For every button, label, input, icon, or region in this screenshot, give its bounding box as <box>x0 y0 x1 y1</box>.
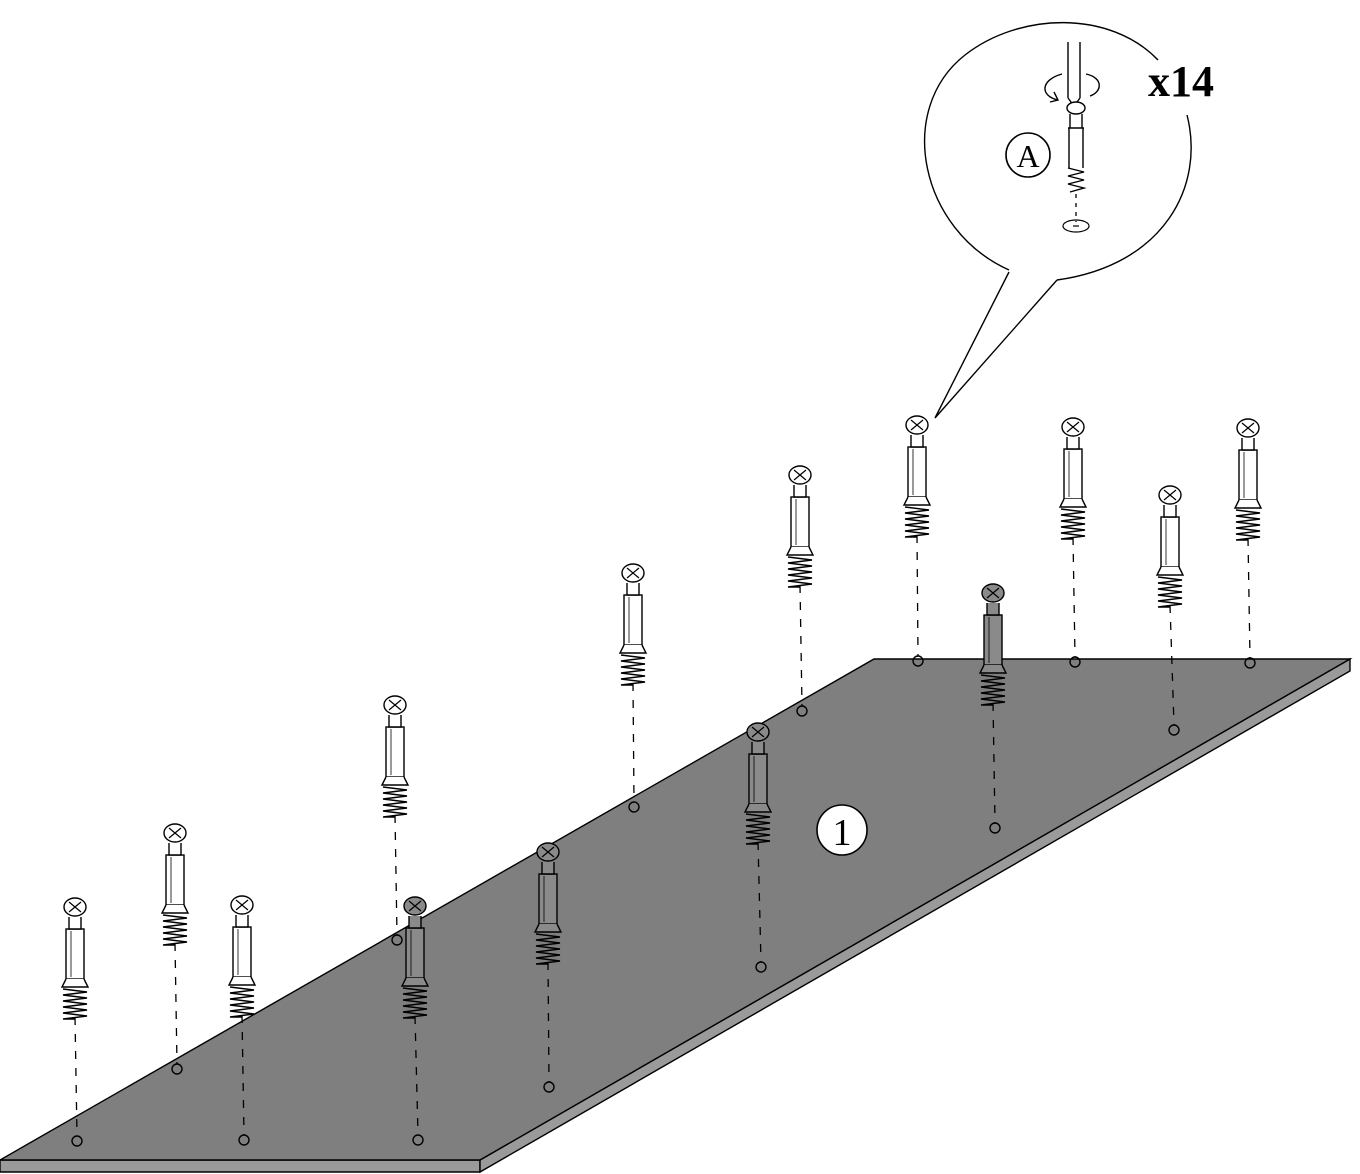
detail-callout: A x14 <box>923 21 1214 419</box>
cam-bolt-icon <box>400 896 430 1019</box>
panel-top <box>0 658 1353 1161</box>
drill-hole <box>171 1063 183 1075</box>
quantity-label: x14 <box>1148 57 1214 106</box>
callout-bubble <box>923 21 1192 419</box>
panel <box>0 657 1353 1174</box>
cam-bolt-icon <box>227 895 257 1018</box>
drill-hole <box>71 1135 83 1147</box>
part-label: A <box>1005 132 1051 178</box>
guide-line <box>414 1015 419 1136</box>
drill-hole <box>989 822 1001 834</box>
cam-bolt-icon <box>533 842 563 965</box>
drill-holes <box>71 655 1256 1147</box>
guide-line <box>632 682 635 803</box>
screwdriver-icon <box>1067 42 1081 108</box>
part-label-text: A <box>1016 138 1039 174</box>
panel-label: 1 <box>816 804 868 856</box>
cam-bolt-icon <box>978 583 1008 706</box>
cam-bolt-icon <box>380 695 410 818</box>
rotation-arrow-icon <box>1044 73 1100 103</box>
cam-bolt-icon <box>1058 417 1088 540</box>
drill-hole <box>796 705 808 717</box>
drill-hole <box>912 655 924 667</box>
cam-bolt-icon <box>618 563 648 686</box>
guide-line <box>1169 604 1175 726</box>
guide-line <box>1247 537 1251 659</box>
cam-bolt-icon <box>743 722 773 845</box>
panel-label-text: 1 <box>833 812 852 854</box>
panel-edge-front <box>0 1159 481 1173</box>
cam-bolt-icon <box>60 897 90 1020</box>
guide-line <box>74 1016 78 1137</box>
drill-hole <box>1069 656 1081 668</box>
guide-line <box>799 584 803 707</box>
guide-line <box>916 534 919 657</box>
drill-hole <box>1244 657 1256 669</box>
cam-bolt-icon <box>785 465 815 588</box>
drill-hole <box>755 961 767 973</box>
guide-line <box>174 942 178 1065</box>
drill-hole <box>391 934 403 946</box>
guide-line <box>394 814 398 936</box>
cam-bolt-icon <box>1155 485 1185 608</box>
guide-line <box>1072 536 1076 658</box>
drill-hole <box>412 1134 424 1146</box>
guide-lines <box>74 534 1251 1137</box>
drill-hole <box>1168 724 1180 736</box>
detail-bolt-icon <box>1062 101 1090 233</box>
cam-bolt-icon <box>1233 418 1263 541</box>
guide-line <box>241 1014 245 1136</box>
guide-line <box>757 841 762 963</box>
drill-hole <box>543 1081 555 1093</box>
cam-bolt-icon <box>902 415 932 538</box>
guide-line <box>992 702 996 824</box>
cam-bolt-icon <box>160 823 190 946</box>
drill-hole <box>238 1134 250 1146</box>
drill-hole <box>628 801 640 813</box>
guide-line <box>547 961 550 1083</box>
cam-bolts <box>60 415 1263 1020</box>
